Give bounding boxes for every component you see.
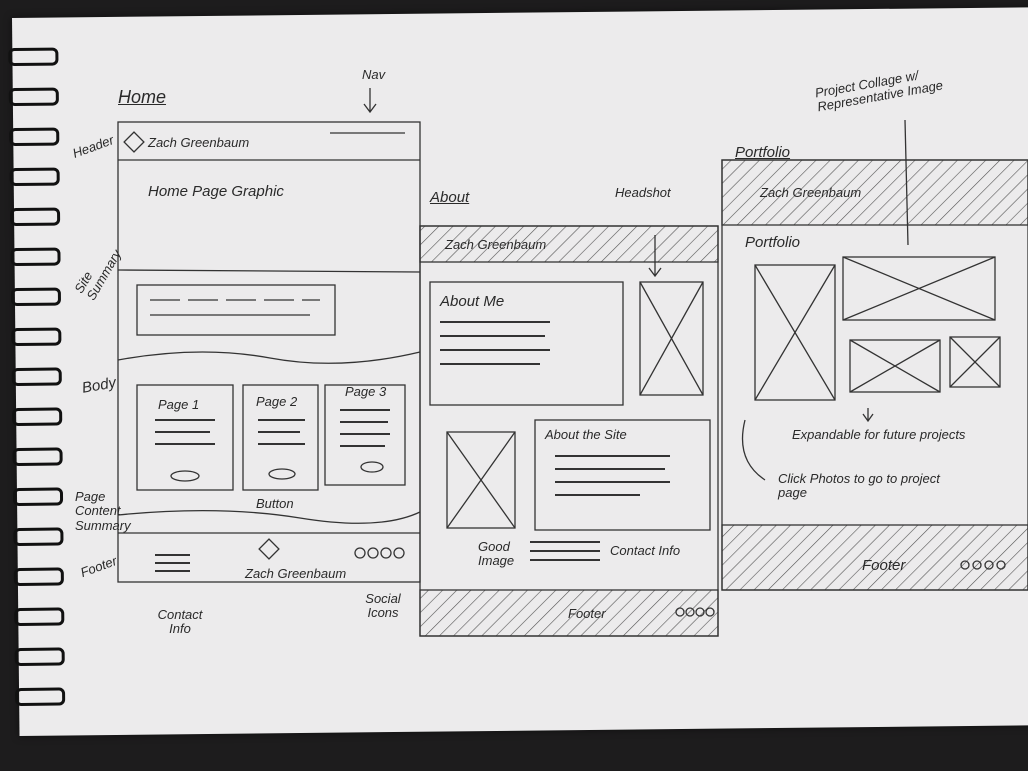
card-page-3: Page 3	[345, 384, 387, 399]
about-wireframe	[419, 225, 719, 637]
portfolio-logo-name: Zach Greenbaum	[760, 185, 862, 200]
social-icons-label: Social Icons	[365, 591, 401, 621]
about-logo-name: Zach Greenbaum	[445, 237, 547, 252]
nav-note: Nav	[362, 67, 386, 82]
about-site-heading: About the Site	[545, 427, 627, 442]
footer-name: Zach Greenbaum	[245, 566, 347, 581]
card-page-2: Page 2	[256, 394, 298, 409]
button-label: Button	[256, 496, 294, 511]
home-wireframe	[117, 88, 421, 583]
portfolio-title: Portfolio	[735, 144, 791, 161]
headshot-label: Headshot	[615, 185, 671, 200]
portfolio-wireframe	[721, 119, 1028, 591]
home-logo-name: Zach Greenbaum	[148, 135, 250, 150]
portfolio-heading: Portfolio	[745, 234, 801, 251]
card-page-1: Page 1	[158, 397, 200, 412]
about-footer: Footer	[568, 606, 606, 621]
about-title: About	[430, 189, 470, 206]
portfolio-footer: Footer	[862, 557, 906, 574]
good-image-label: Good Image	[478, 539, 515, 569]
contact-info-label: Contact Info	[157, 607, 203, 637]
page-content-summary-label: Page Content Summary	[75, 489, 131, 533]
about-me-heading: About Me	[440, 293, 505, 310]
home-page-graphic: Home Page Graphic	[148, 183, 284, 200]
home-title: Home	[118, 87, 167, 107]
expandable-note: Expandable for future projects	[792, 427, 966, 442]
click-photos-note: Click Photos to go to project page	[778, 471, 940, 501]
contact-info-note: Contact Info	[610, 543, 681, 558]
